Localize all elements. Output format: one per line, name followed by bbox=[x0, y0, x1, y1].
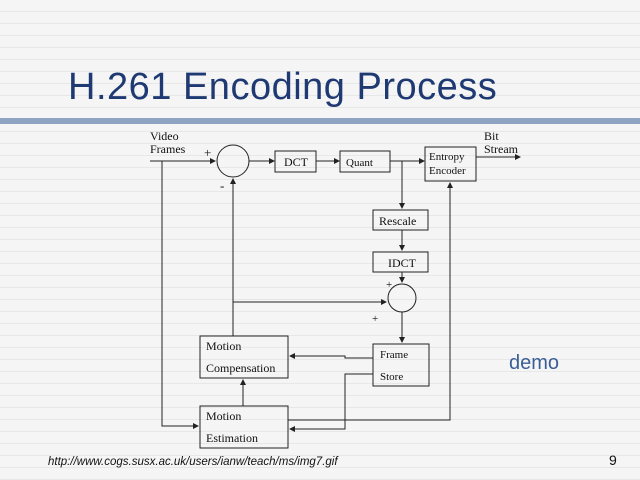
motion-compensation-block bbox=[199, 335, 289, 379]
demo-link[interactable]: demo bbox=[509, 352, 560, 374]
bit-stream-label-1: Bit bbox=[484, 129, 499, 143]
dct-label: DCT bbox=[284, 155, 309, 169]
frame-store-label-1: Frame bbox=[380, 349, 408, 361]
idct-label: IDCT bbox=[388, 256, 417, 270]
frame-store-label-2: Store bbox=[380, 371, 403, 383]
quant-label: Quant bbox=[346, 157, 373, 169]
motion-est-label-1: Motion bbox=[206, 409, 241, 423]
page-number: 9 bbox=[609, 452, 617, 468]
adder-plus-left-sign: + bbox=[372, 313, 378, 325]
rescale-block bbox=[372, 209, 429, 231]
motion-vectors-to-entropy bbox=[288, 182, 453, 421]
motion-comp-label-2: Compensation bbox=[206, 361, 275, 375]
entropy-encoder-block bbox=[424, 146, 477, 182]
video-frames-label-2: Frames bbox=[150, 142, 186, 156]
video-frames-label-1: Video bbox=[150, 129, 179, 143]
subtract-plus-sign: + bbox=[204, 145, 211, 160]
entropy-label-2: Encoder bbox=[429, 165, 466, 177]
subtractor-node bbox=[216, 144, 250, 178]
motion-comp-label-1: Motion bbox=[206, 339, 241, 353]
idct-block bbox=[372, 251, 429, 273]
bit-stream-label-2: Stream bbox=[484, 142, 519, 156]
frame-store-to-estimation bbox=[289, 373, 373, 432]
frame-store-to-compensation bbox=[289, 353, 373, 359]
motion-estimation-block bbox=[199, 405, 289, 449]
title-divider bbox=[0, 118, 640, 124]
input-to-estimation bbox=[161, 161, 199, 429]
source-url: http://www.cogs.susx.ac.uk/users/ianw/te… bbox=[48, 456, 338, 468]
slide-title: H.261 Encoding Process bbox=[68, 66, 498, 108]
frame-store-block bbox=[372, 343, 430, 387]
adder-plus-top-sign: + bbox=[386, 279, 392, 291]
rescale-label: Rescale bbox=[379, 214, 416, 228]
subtract-minus-sign: - bbox=[220, 178, 224, 193]
motion-est-label-2: Estimation bbox=[206, 431, 258, 445]
encoding-diagram: Video Frames Bit Stream DCT Quant Entrop… bbox=[150, 129, 521, 449]
entropy-label-1: Entropy bbox=[429, 151, 465, 163]
